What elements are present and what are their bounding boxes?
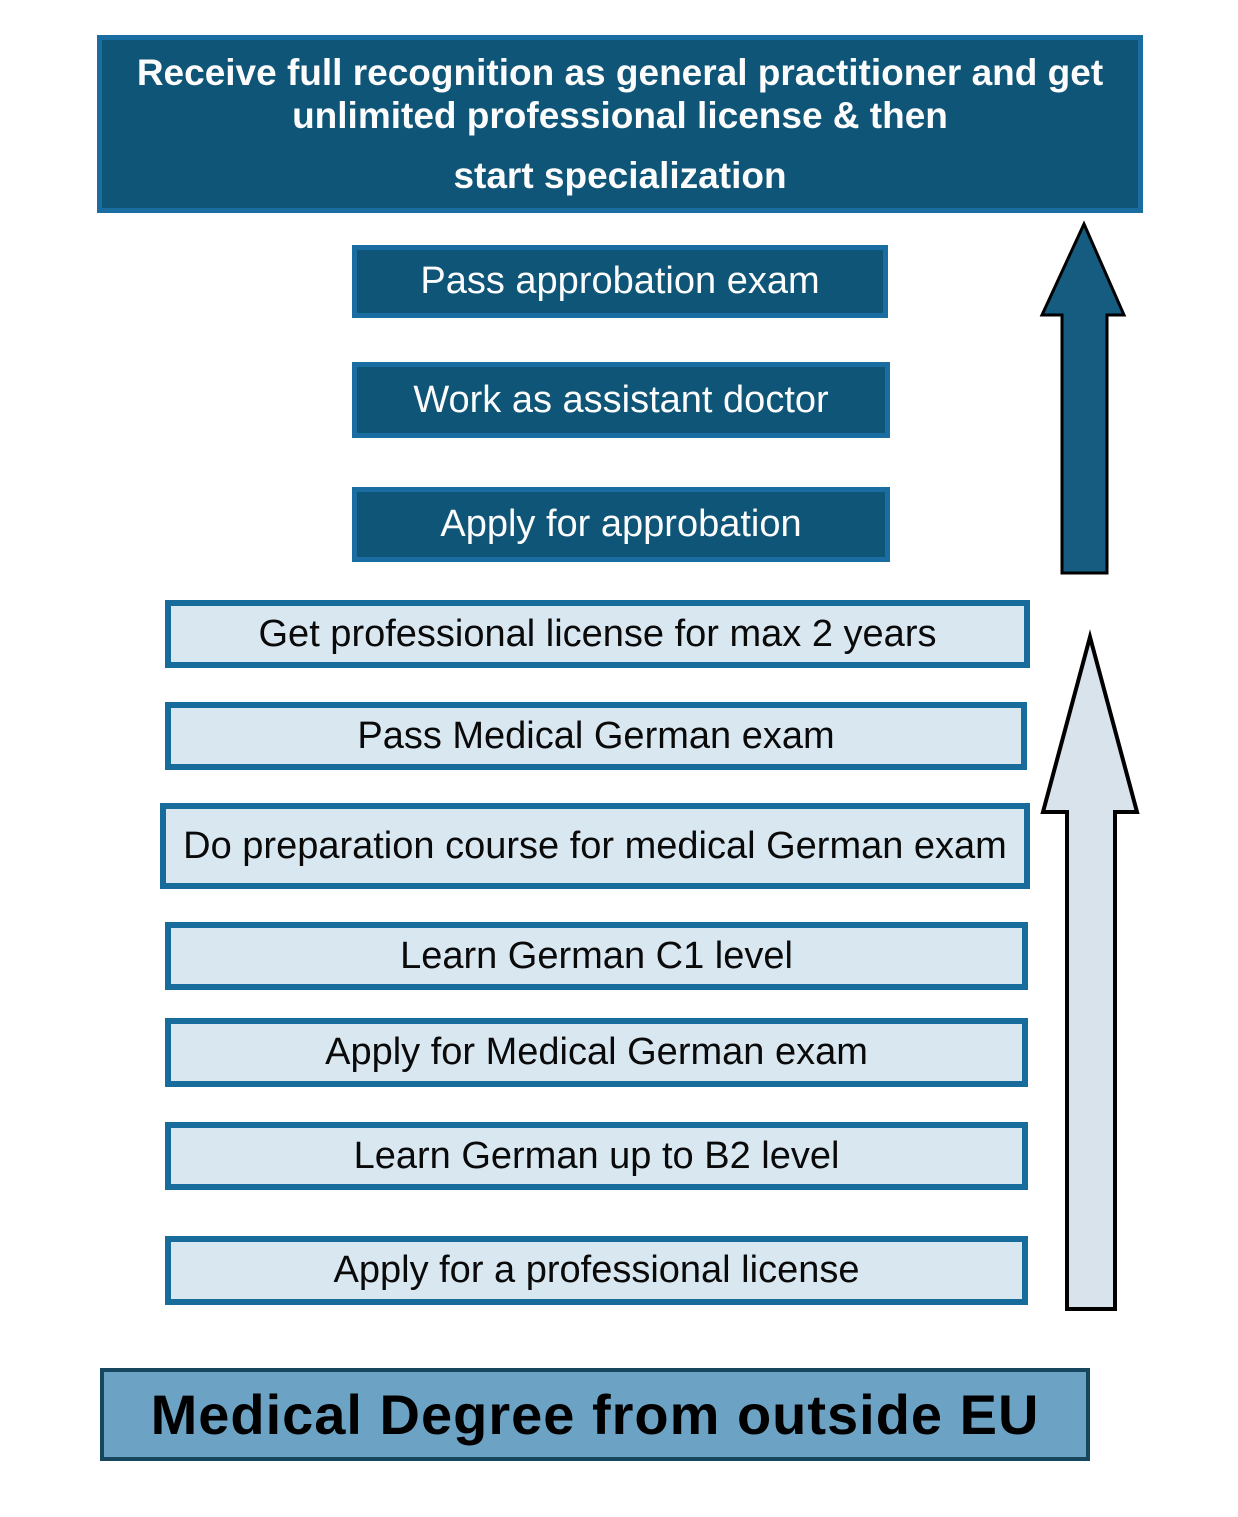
start-node-label: Medical Degree from outside EU	[150, 1383, 1040, 1446]
step-label: Get professional license for max 2 years	[258, 612, 937, 655]
final-recognition-node: Receive full recognition as general prac…	[97, 35, 1143, 213]
step-label: Do preparation course for medical German…	[183, 824, 1007, 867]
step-learn-german-b2: Learn German up to B2 level	[165, 1122, 1028, 1190]
final-node-line3: start specialization	[453, 154, 787, 196]
step-label: Apply for Medical German exam	[325, 1031, 868, 1073]
step-work-as-assistant-doctor: Work as assistant doctor	[352, 362, 890, 438]
step-get-professional-license-max-2-years: Get professional license for max 2 years	[165, 600, 1030, 668]
dark-up-arrow-icon	[1039, 220, 1127, 575]
step-apply-medical-german-exam: Apply for Medical German exam	[165, 1018, 1028, 1087]
step-apply-professional-license: Apply for a professional license	[165, 1236, 1028, 1305]
step-label: Pass Medical German exam	[357, 714, 835, 757]
step-label: Pass approbation exam	[420, 260, 820, 302]
step-label: Learn German up to B2 level	[353, 1134, 840, 1177]
step-pass-medical-german-exam: Pass Medical German exam	[165, 702, 1027, 770]
step-label: Apply for approbation	[440, 503, 802, 545]
step-label: Work as assistant doctor	[413, 378, 829, 421]
final-node-line2: unlimited professional license & then	[292, 95, 948, 137]
start-medical-degree-node: Medical Degree from outside EU	[100, 1368, 1090, 1461]
step-learn-german-c1: Learn German C1 level	[165, 922, 1028, 990]
step-pass-approbation-exam: Pass approbation exam	[352, 245, 888, 318]
step-label: Apply for a professional license	[333, 1249, 860, 1291]
step-preparation-course-medical-german: Do preparation course for medical German…	[160, 803, 1030, 889]
light-up-arrow-icon	[1040, 629, 1140, 1311]
step-apply-for-approbation: Apply for approbation	[352, 487, 890, 562]
step-label: Learn German C1 level	[400, 934, 793, 977]
final-node-line1: Receive full recognition as general prac…	[136, 52, 1104, 94]
